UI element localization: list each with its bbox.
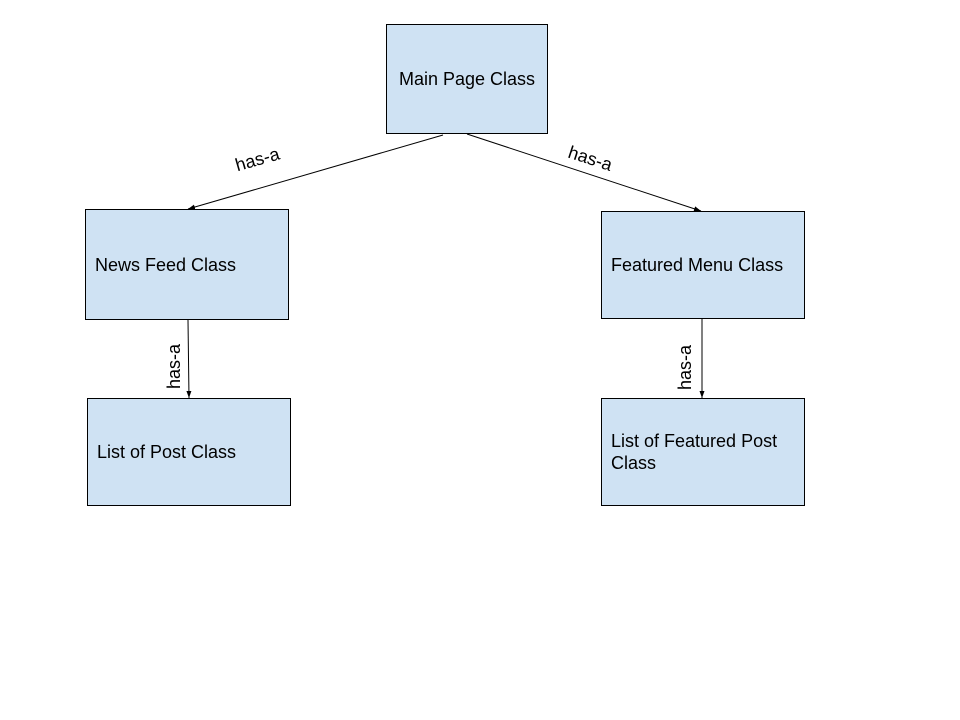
edge-label-featuredmenu-listoffeaturedpost: has-a <box>675 344 695 390</box>
node-list-of-post: List of Post Class <box>87 398 291 506</box>
node-main-page: Main Page Class <box>386 24 548 134</box>
edge-main-to-featuredmenu <box>466 133 702 212</box>
node-label: News Feed Class <box>95 254 237 275</box>
node-news-feed: News Feed Class <box>85 209 289 320</box>
node-label: Main Page Class <box>398 69 536 89</box>
node-label: Featured Menu Class <box>611 255 784 275</box>
edge-main-to-newsfeed <box>187 134 444 210</box>
edge-label-newsfeed-listofpost: has-a <box>164 343 184 389</box>
node-featured-menu: Featured Menu Class <box>601 211 805 319</box>
edge-newsfeed-to-listofpost <box>186 319 192 399</box>
node-label: List of Post Class <box>97 442 237 462</box>
node-list-of-featured-post: List of Featured Post Class <box>601 398 805 506</box>
node-label: List of Featured Post Class <box>611 431 778 473</box>
